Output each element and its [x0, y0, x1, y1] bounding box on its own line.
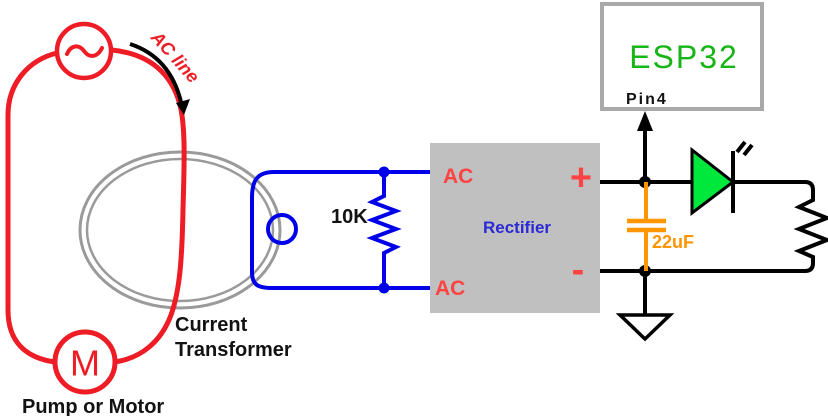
esp32-module: ESP32 Pin4 [600, 2, 764, 111]
pump-or-motor-label: Pump or Motor [22, 396, 164, 416]
rectifier: AC AC Rectifier + - [430, 143, 600, 313]
resistor-10k [366, 172, 402, 288]
load-resistor-and-return-wire [600, 180, 828, 273]
capacitor-22uf: 22uF [627, 182, 694, 271]
flow-arrow-head [176, 99, 190, 115]
led-triangle-icon [690, 146, 736, 217]
led-emission-mark [742, 143, 754, 157]
pin4-arrow-head [637, 111, 653, 131]
ground-icon [615, 313, 675, 342]
led [690, 140, 754, 217]
rectifier-name-label: Rectifier [483, 218, 551, 237]
primary-wire-right-through-core [109, 47, 187, 365]
rectifier-ac-bottom-label: AC [435, 277, 465, 300]
secondary-wires [250, 170, 440, 290]
pin4-label: Pin4 [626, 91, 668, 108]
winding-loop [266, 213, 298, 245]
primary-circuit: M [5, 21, 187, 395]
esp32-label: ESP32 [629, 39, 739, 75]
rectifier-box [430, 143, 600, 313]
rectifier-ac-top-label: AC [443, 165, 473, 188]
primary-wire-left [5, 50, 60, 365]
capacitor-value-label: 22uF [652, 232, 694, 252]
motor-symbol: M [70, 343, 100, 384]
led-emission-mark [735, 140, 747, 154]
junction-dot [378, 282, 390, 294]
esp32-box [600, 2, 764, 111]
dc-minus-label: - [572, 249, 585, 291]
current-transformer-label-line2: Transformer [175, 339, 292, 361]
dc-plus-label: + [570, 157, 592, 199]
ac-sine-icon [65, 44, 104, 58]
motor-circle [52, 329, 118, 395]
resistor-value-label: 10K [331, 206, 368, 228]
dc-wiring [600, 111, 828, 342]
flow-arrow-icon [129, 42, 190, 115]
flow-arrow-curve [129, 42, 183, 103]
secondary-circuit [250, 166, 454, 294]
current-transformer-label-line1: Current [175, 314, 248, 336]
transformer-core-inner-ring [85, 157, 275, 303]
junction-dot [378, 166, 390, 178]
